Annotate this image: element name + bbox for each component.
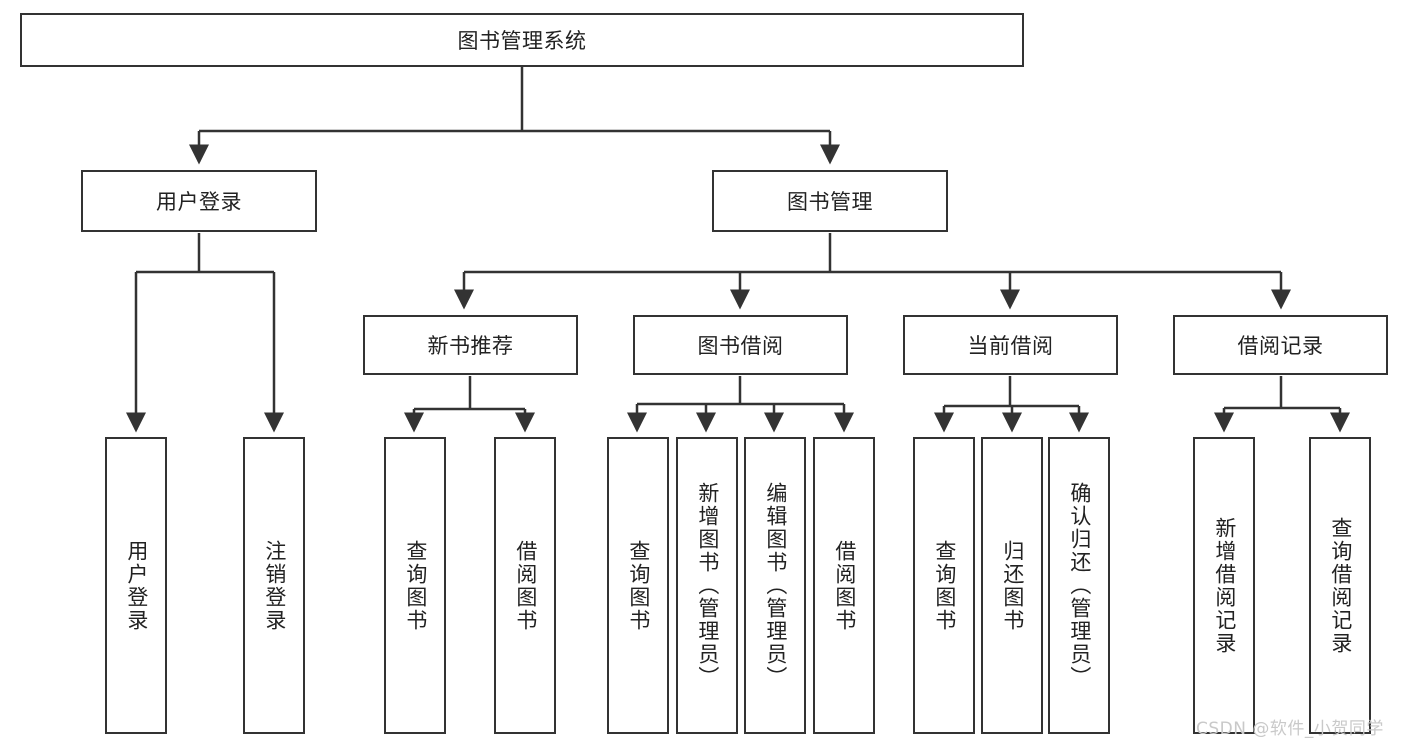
node-leaf-user-login-label: 用户登录 xyxy=(124,539,149,632)
node-leaf-query-book-1[interactable]: 查询图书 xyxy=(384,437,446,734)
node-leaf-logout-login-label: 注销登录 xyxy=(262,539,287,632)
node-current-borrow-label: 当前借阅 xyxy=(967,334,1054,358)
node-leaf-add-record[interactable]: 新增借阅记录 xyxy=(1193,437,1255,734)
node-book-management[interactable]: 图书管理 xyxy=(712,170,948,232)
node-user-login-label: 用户登录 xyxy=(156,190,242,214)
node-leaf-confirm-return[interactable]: 确认归还（管理员） xyxy=(1048,437,1110,734)
node-leaf-query-record-label: 查询借阅记录 xyxy=(1328,516,1353,655)
node-book-borrow[interactable]: 图书借阅 xyxy=(633,315,848,375)
node-book-borrow-label: 图书借阅 xyxy=(697,334,784,358)
node-leaf-add-record-label: 新增借阅记录 xyxy=(1212,516,1237,655)
node-leaf-edit-book-label: 编辑图书（管理员） xyxy=(763,482,788,689)
csdn-watermark: CSDN @软件_小贺同学 xyxy=(1196,719,1384,739)
node-leaf-borrow-book-1-label: 借阅图书 xyxy=(513,539,538,632)
node-leaf-query-book-1-label: 查询图书 xyxy=(403,539,428,632)
node-leaf-add-book[interactable]: 新增图书（管理员） xyxy=(676,437,738,734)
node-root-title[interactable]: 图书管理系统 xyxy=(20,13,1024,67)
node-leaf-query-book-2-label: 查询图书 xyxy=(626,539,651,632)
node-new-book-recommend[interactable]: 新书推荐 xyxy=(363,315,578,375)
node-leaf-edit-book[interactable]: 编辑图书（管理员） xyxy=(744,437,806,734)
node-borrow-record[interactable]: 借阅记录 xyxy=(1173,315,1388,375)
node-leaf-logout-login[interactable]: 注销登录 xyxy=(243,437,305,734)
node-leaf-confirm-return-label: 确认归还（管理员） xyxy=(1067,482,1092,689)
node-leaf-borrow-book-1[interactable]: 借阅图书 xyxy=(494,437,556,734)
node-book-management-label: 图书管理 xyxy=(787,190,873,214)
node-borrow-record-label: 借阅记录 xyxy=(1237,334,1324,358)
node-leaf-user-login[interactable]: 用户登录 xyxy=(105,437,167,734)
node-leaf-borrow-book-2[interactable]: 借阅图书 xyxy=(813,437,875,734)
node-leaf-add-book-label: 新增图书（管理员） xyxy=(695,482,720,689)
node-leaf-return-book-label: 归还图书 xyxy=(1000,539,1025,632)
node-leaf-query-book-3[interactable]: 查询图书 xyxy=(913,437,975,734)
node-root-label: 图书管理系统 xyxy=(457,29,587,53)
node-new-book-recommend-label: 新书推荐 xyxy=(427,334,514,358)
node-user-login[interactable]: 用户登录 xyxy=(81,170,317,232)
node-leaf-query-record[interactable]: 查询借阅记录 xyxy=(1309,437,1371,734)
node-leaf-query-book-3-label: 查询图书 xyxy=(932,539,957,632)
node-current-borrow[interactable]: 当前借阅 xyxy=(903,315,1118,375)
node-leaf-borrow-book-2-label: 借阅图书 xyxy=(832,539,857,632)
node-leaf-return-book[interactable]: 归还图书 xyxy=(981,437,1043,734)
node-leaf-query-book-2[interactable]: 查询图书 xyxy=(607,437,669,734)
